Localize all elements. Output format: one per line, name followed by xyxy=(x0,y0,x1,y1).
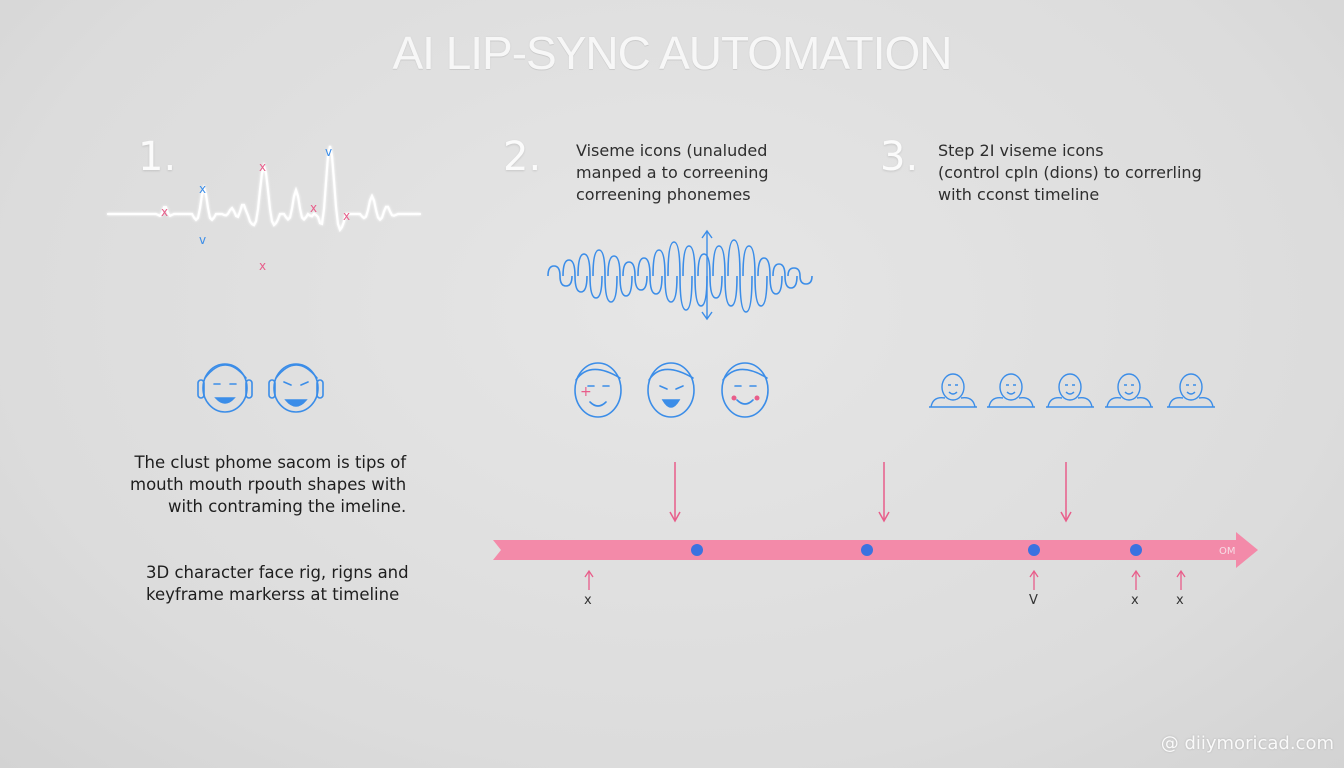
viseme-face-icon: + xyxy=(574,362,622,418)
down-arrow-icon xyxy=(669,462,1072,523)
svg-text:+: + xyxy=(580,384,592,400)
small-face-icon xyxy=(987,373,1035,408)
small-face-icon xyxy=(1046,373,1094,408)
timeline-bar xyxy=(493,532,1258,568)
svg-text:v: v xyxy=(199,233,206,247)
keyframe-marker: x xyxy=(584,593,592,608)
viseme-face-icon xyxy=(721,362,769,418)
step-2-number: 2. xyxy=(503,134,542,180)
step-3-description: Step 2I viseme icons (control cpln (dion… xyxy=(938,141,1202,204)
svg-text:x: x xyxy=(161,205,168,219)
face-rig-row xyxy=(929,373,1215,408)
small-face-icon xyxy=(929,373,977,408)
small-face-icon xyxy=(1105,373,1153,408)
svg-text:x: x xyxy=(259,160,266,174)
up-arrow-icon xyxy=(584,569,1186,590)
keyframe-marker: x xyxy=(1131,593,1139,608)
step-1-number: 1. xyxy=(138,134,177,180)
step-3-number: 3. xyxy=(880,134,919,180)
phoneme-markers: x v x v x x x x xyxy=(161,145,350,273)
page-title: AI LIP-SYNC AUTOMATION xyxy=(392,27,952,79)
viseme-face-icon xyxy=(197,363,253,413)
svg-text:x: x xyxy=(259,259,266,273)
svg-text:v: v xyxy=(325,145,332,159)
watermark: @ diiymoricad.com xyxy=(1160,733,1334,754)
timeline-end-label: OM xyxy=(1219,546,1236,557)
svg-text:x: x xyxy=(199,182,206,196)
step-2-description: Viseme icons (unaluded manped a to corre… xyxy=(576,141,769,204)
audio-waveform-blue xyxy=(547,229,813,321)
audio-waveform-white xyxy=(106,145,422,233)
phoneme-note: The clust phome sacom is tips of mouth m… xyxy=(130,453,407,516)
keyframe-marker: V xyxy=(1029,593,1038,608)
svg-text:x: x xyxy=(343,209,350,223)
small-face-icon xyxy=(1167,373,1215,408)
svg-text:x: x xyxy=(310,201,317,215)
keyframe-marker: x xyxy=(1176,593,1184,608)
face-rig-note: 3D character face rig, rigns and keyfram… xyxy=(146,563,409,604)
viseme-face-icon xyxy=(647,362,695,418)
viseme-face-icon xyxy=(268,363,324,413)
